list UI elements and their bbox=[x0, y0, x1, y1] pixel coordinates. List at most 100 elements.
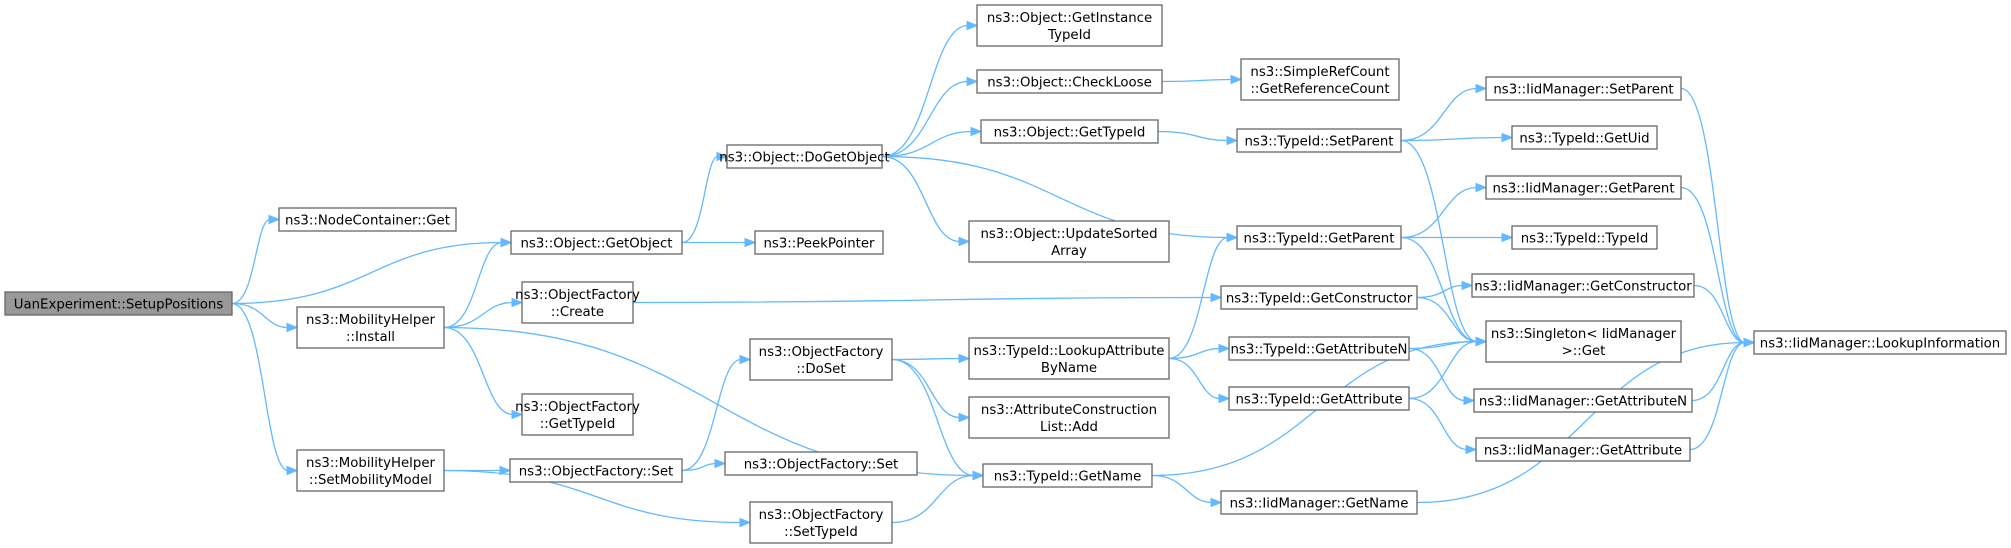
edge-n5-n11 bbox=[881, 155, 971, 247]
node-label: ns3::IidManager::GetName bbox=[1230, 497, 1409, 512]
edge-line bbox=[443, 241, 503, 329]
edge-n25-n17 bbox=[1416, 337, 1756, 504]
node-box bbox=[1485, 175, 1682, 200]
node-label: ns3::ObjectFactory bbox=[759, 508, 884, 523]
node-box bbox=[278, 207, 457, 232]
edge-line bbox=[632, 296, 1213, 304]
edge-line bbox=[1151, 474, 1213, 504]
node-box bbox=[726, 144, 883, 169]
function-node[interactable]: ns3::Object::DoGetObject bbox=[719, 144, 890, 169]
edge-line bbox=[443, 301, 514, 329]
function-node[interactable]: ns3::TypeId::GetAttributeN bbox=[1228, 336, 1410, 361]
function-node[interactable]: ns3::ObjectFactory::SetTypeId bbox=[749, 501, 893, 544]
node-label: ns3::TypeId::TypeId bbox=[1521, 232, 1649, 247]
function-node[interactable]: ns3::Object::GetObject bbox=[510, 230, 683, 255]
arrow-head bbox=[1501, 132, 1514, 143]
function-node[interactable]: ns3::IidManager::LookupInformation bbox=[1753, 330, 2007, 355]
arrow-head bbox=[1230, 74, 1243, 85]
function-node[interactable]: ns3::ObjectFactory::Set bbox=[724, 451, 918, 476]
function-node[interactable]: ns3::Object::GetTypeId bbox=[980, 119, 1159, 144]
function-node[interactable]: ns3::IidManager::GetName bbox=[1220, 490, 1418, 515]
node-label: List::Add bbox=[1040, 420, 1098, 435]
node-label: ns3::Object::GetObject bbox=[520, 237, 672, 252]
edge-n0-n1 bbox=[231, 214, 281, 305]
node-label: ::Install bbox=[346, 330, 395, 345]
node-label: ns3::ObjectFactory bbox=[759, 345, 884, 360]
edge-line bbox=[1691, 341, 1746, 402]
node-box bbox=[749, 501, 893, 544]
edge-n4-n29 bbox=[443, 469, 752, 528]
edge-line bbox=[231, 218, 271, 305]
arrow-head bbox=[511, 409, 524, 420]
edge-n30-n32 bbox=[1168, 343, 1231, 360]
function-node[interactable]: ns3::ObjectFactory::Create bbox=[515, 281, 640, 324]
edge-n22-n17 bbox=[1693, 284, 1756, 348]
function-node[interactable]: ns3::IidManager::GetAttribute bbox=[1475, 437, 1691, 462]
node-label: ::Create bbox=[551, 305, 604, 320]
node-box bbox=[968, 396, 1170, 439]
arrow-head bbox=[1461, 280, 1474, 291]
node-label: >::Get bbox=[1562, 344, 1606, 359]
function-node[interactable]: ns3::IidManager::GetConstructor bbox=[1471, 273, 1695, 298]
edge-n3-n2 bbox=[443, 237, 513, 329]
function-node[interactable]: ns3::NodeContainer::Get bbox=[278, 207, 457, 232]
node-label: ns3::TypeId::GetConstructor bbox=[1226, 292, 1413, 307]
edge-line bbox=[881, 155, 961, 243]
arrow-head bbox=[286, 465, 299, 476]
edge-line bbox=[443, 469, 742, 524]
function-node[interactable]: ns3::TypeId::SetParent bbox=[1236, 128, 1402, 153]
node-label: ns3::IidManager::SetParent bbox=[1493, 83, 1673, 98]
arrow-head bbox=[1210, 292, 1223, 303]
edge-line bbox=[1161, 78, 1233, 83]
node-label: ns3::TypeId::GetUid bbox=[1519, 132, 1649, 147]
node-label: ns3::NodeContainer::Get bbox=[285, 214, 450, 229]
edge-n30-n33 bbox=[1168, 357, 1231, 404]
arrow-head bbox=[744, 237, 757, 248]
function-node[interactable]: ns3::TypeId::TypeId bbox=[1511, 225, 1658, 250]
function-node[interactable]: ns3::ObjectFactory::GetTypeId bbox=[515, 393, 640, 436]
node-label: ns3::TypeId::GetParent bbox=[1244, 232, 1395, 247]
edge-n0-n3 bbox=[231, 302, 299, 333]
edge-line bbox=[1168, 347, 1221, 360]
arrow-head bbox=[1475, 336, 1488, 347]
arrow-head bbox=[1475, 83, 1488, 94]
function-node[interactable]: ns3::TypeId::GetUid bbox=[1511, 125, 1658, 150]
node-box bbox=[968, 220, 1170, 263]
edge-line bbox=[1680, 87, 1746, 344]
function-node[interactable]: ns3::PeekPointer bbox=[754, 230, 884, 255]
edge-line bbox=[1408, 340, 1478, 350]
arrow-head bbox=[499, 465, 512, 476]
function-node[interactable]: ns3::ObjectFactory::DoSet bbox=[749, 338, 893, 381]
node-label: ns3::Object::GetInstance bbox=[987, 11, 1152, 26]
function-node[interactable]: ns3::ObjectFactory::Set bbox=[509, 458, 683, 483]
root-function-node[interactable]: UanExperiment::SetupPositions bbox=[4, 291, 233, 316]
function-node[interactable]: ns3::IidManager::GetAttributeN bbox=[1473, 388, 1693, 413]
node-label: ns3::IidManager::GetAttributeN bbox=[1479, 395, 1687, 410]
edge-n26-n27 bbox=[681, 354, 752, 472]
arrow-head bbox=[970, 126, 983, 137]
function-node[interactable]: ns3::MobilityHelper::Install bbox=[296, 306, 445, 349]
function-node[interactable]: ns3::IidManager::GetParent bbox=[1485, 175, 1682, 200]
node-label: ns3::AttributeConstruction bbox=[981, 403, 1157, 418]
node-label: ::DoSet bbox=[796, 362, 845, 377]
function-node[interactable]: ns3::Object::CheckLoose bbox=[976, 69, 1163, 94]
function-node[interactable]: ns3::MobilityHelper::SetMobilityModel bbox=[296, 449, 445, 492]
node-box bbox=[521, 393, 634, 436]
edge-n20-n21 bbox=[632, 292, 1223, 304]
function-node[interactable]: ns3::TypeId::GetAttribute bbox=[1228, 386, 1410, 411]
function-node[interactable]: ns3::TypeId::GetName bbox=[982, 463, 1153, 488]
node-label: ns3::ObjectFactory bbox=[515, 400, 640, 415]
function-node[interactable]: ns3::SimpleRefCount::GetReferenceCount bbox=[1240, 58, 1400, 101]
edge-n30-n10 bbox=[1168, 232, 1239, 360]
node-box bbox=[1473, 388, 1693, 413]
function-node[interactable]: ns3::Singleton< IidManager >::Get bbox=[1485, 320, 1682, 363]
function-node[interactable]: ns3::TypeId::GetConstructor bbox=[1220, 285, 1418, 310]
function-node[interactable]: ns3::IidManager::SetParent bbox=[1485, 76, 1682, 101]
function-node[interactable]: ns3::TypeId::GetParent bbox=[1236, 225, 1402, 250]
edge-n29-n24 bbox=[891, 470, 985, 524]
edge-n27-n24 bbox=[891, 358, 985, 481]
